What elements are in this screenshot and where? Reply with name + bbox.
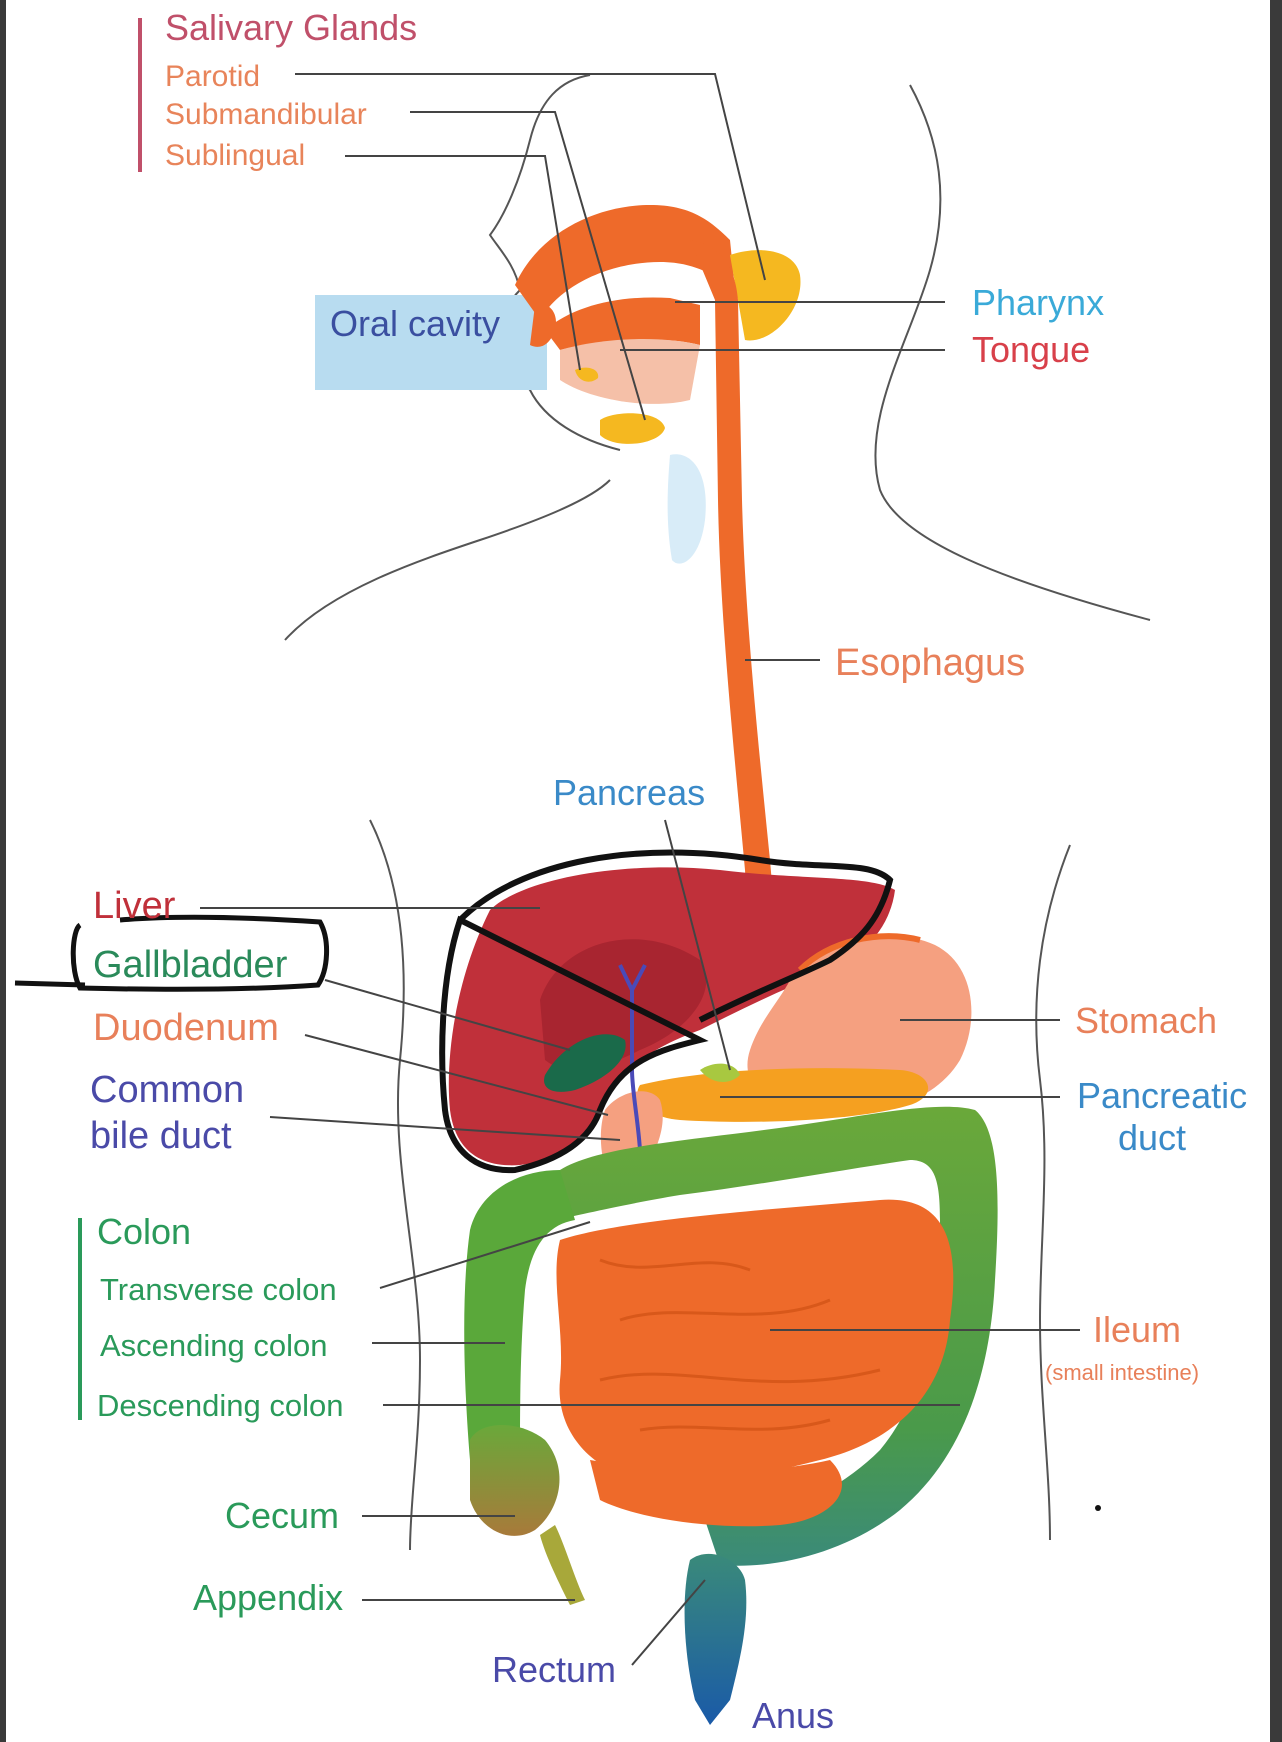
label-sublingual: Sublingual — [165, 139, 305, 172]
label-duodenum: Duodenum — [93, 1007, 279, 1049]
rectum-shape — [685, 1554, 747, 1725]
label-transverse-colon: Transverse colon — [100, 1272, 337, 1307]
label-descending-colon: Descending colon — [97, 1388, 343, 1423]
label-ileum: Ileum — [1093, 1309, 1181, 1350]
hand-drawn-stroke — [15, 983, 85, 985]
label-esophagus: Esophagus — [835, 642, 1025, 684]
label-stomach: Stomach — [1075, 1000, 1217, 1041]
label-colon: Colon — [97, 1211, 191, 1252]
label-liver: Liver — [93, 885, 176, 927]
label-ascending-colon: Ascending colon — [100, 1328, 328, 1363]
label-pancreas: Pancreas — [553, 772, 705, 813]
label-common-bile-duct-2: bile duct — [90, 1115, 232, 1157]
submandibular-gland — [600, 413, 665, 444]
label-anus: Anus — [752, 1695, 834, 1736]
label-salivary-glands: Salivary Glands — [165, 7, 417, 48]
label-cecum: Cecum — [225, 1495, 339, 1536]
label-gallbladder: Gallbladder — [93, 944, 288, 986]
parotid-gland — [730, 250, 800, 340]
label-pancreatic-duct-2: duct — [1118, 1117, 1186, 1158]
label-parotid: Parotid — [165, 60, 260, 93]
label-common-bile-duct-1: Common — [90, 1069, 244, 1111]
label-tongue: Tongue — [972, 329, 1090, 370]
label-pancreatic-duct-1: Pancreatic — [1077, 1075, 1247, 1116]
label-rectum: Rectum — [492, 1649, 616, 1690]
label-pharynx: Pharynx — [972, 282, 1104, 323]
label-submandibular: Submandibular — [165, 98, 367, 131]
ink-dot — [1095, 1505, 1101, 1511]
label-oral-cavity: Oral cavity — [330, 303, 500, 344]
label-appendix: Appendix — [193, 1577, 343, 1618]
label-small-intestine: (small intestine) — [1045, 1360, 1199, 1385]
